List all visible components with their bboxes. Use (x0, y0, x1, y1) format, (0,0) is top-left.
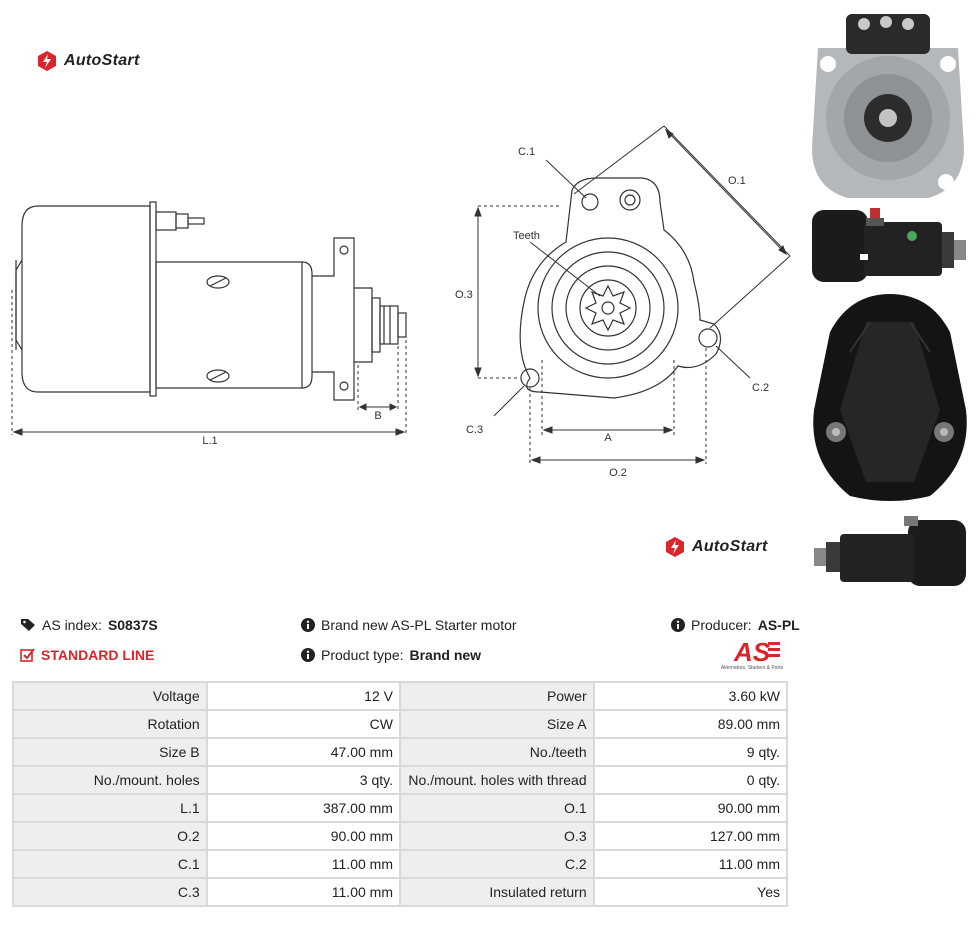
autostart-logo-icon (38, 51, 56, 71)
spec-value: 3 qty. (205, 765, 401, 795)
producer-label: Producer: (691, 617, 752, 633)
spec-value: Yes (592, 877, 789, 907)
spec-value: 12 V (205, 681, 401, 711)
as-index-value: S0837S (107, 617, 158, 633)
photo-side (812, 208, 966, 282)
label-b: B (374, 410, 381, 422)
spec-value: 90.00 mm (592, 793, 789, 823)
spec-value: CW (205, 709, 401, 739)
spec-value: 11.00 mm (205, 877, 401, 907)
spec-value: 127.00 mm (592, 821, 789, 851)
spec-key: No./mount. holes with thread (398, 765, 595, 795)
brand-name-secondary: AutoStart (692, 538, 768, 555)
photo-side-alt (814, 516, 966, 586)
spec-value: 90.00 mm (205, 821, 401, 851)
label-teeth: Teeth (513, 230, 540, 242)
spec-key: Power (398, 681, 595, 711)
spec-key: O.2 (12, 821, 208, 851)
spec-value: 11.00 mm (592, 849, 789, 879)
label-a: A (604, 432, 612, 444)
spec-key: C.1 (12, 849, 208, 879)
label-c1: C.1 (518, 146, 535, 158)
autostart-logo: AutoStart (36, 50, 140, 72)
spec-key: Size B (12, 737, 208, 767)
as-index: AS index: S0837S (20, 617, 158, 633)
spec-value: 0 qty. (592, 765, 789, 795)
spec-key: Voltage (12, 681, 208, 711)
spec-key: C.3 (12, 877, 208, 907)
as-pl-logo-icon: AS Alternators, Starters & Parts (721, 637, 784, 671)
brand-name: AutoStart (64, 52, 140, 69)
photo-end-cap (813, 294, 967, 501)
spec-key: No./teeth (398, 737, 595, 767)
spec-value: 3.60 kW (592, 681, 789, 711)
side-view (15, 201, 407, 401)
spec-key: Rotation (12, 709, 208, 739)
front-view (519, 177, 722, 399)
autostart-logo-icon (666, 537, 684, 557)
spec-value: 11.00 mm (205, 849, 401, 879)
as-index-label: AS index: (42, 617, 102, 633)
standard-line-label: STANDARD LINE (41, 647, 155, 663)
spec-key: O.3 (398, 821, 595, 851)
side-dimensions (11, 290, 407, 436)
spec-key: Insulated return (398, 877, 595, 907)
label-o1: O.1 (728, 175, 746, 187)
producer: Producer: AS-PL (671, 617, 800, 633)
product-type-value: Brand new (409, 647, 482, 663)
label-l1: L.1 (202, 435, 217, 447)
spec-value: 387.00 mm (205, 793, 401, 823)
info-icon (301, 618, 315, 632)
label-o2: O.2 (609, 467, 627, 479)
autostart-logo-secondary: AutoStart (664, 536, 768, 558)
info-icon (301, 648, 315, 662)
tag-icon (21, 619, 35, 631)
label-c3: C.3 (466, 424, 483, 436)
product-type-label: Product type: (321, 647, 404, 663)
as-pl-tagline: Alternators, Starters & Parts (721, 665, 784, 671)
spec-value: 9 qty. (592, 737, 789, 767)
spec-key: Size A (398, 709, 595, 739)
spec-value: 47.00 mm (205, 737, 401, 767)
description-text: Brand new AS-PL Starter motor (321, 617, 517, 633)
spec-key: No./mount. holes (12, 765, 208, 795)
photo-front (812, 14, 964, 198)
spec-key: L.1 (12, 793, 208, 823)
spec-key: O.1 (398, 793, 595, 823)
product-type: Product type: Brand new (301, 647, 481, 663)
spec-key: C.2 (398, 849, 595, 879)
info-icon (671, 618, 685, 632)
product-line: STANDARD LINE (20, 647, 154, 663)
description: Brand new AS-PL Starter motor (301, 617, 517, 633)
label-c2: C.2 (752, 382, 769, 394)
as-pl-mark: AS (733, 637, 771, 667)
technical-drawing: L.1 B (11, 125, 791, 479)
label-o3: O.3 (455, 289, 473, 301)
checkbox-icon (20, 648, 35, 662)
producer-value: AS-PL (757, 617, 800, 633)
spec-value: 89.00 mm (592, 709, 789, 739)
front-dimensions (474, 125, 791, 464)
